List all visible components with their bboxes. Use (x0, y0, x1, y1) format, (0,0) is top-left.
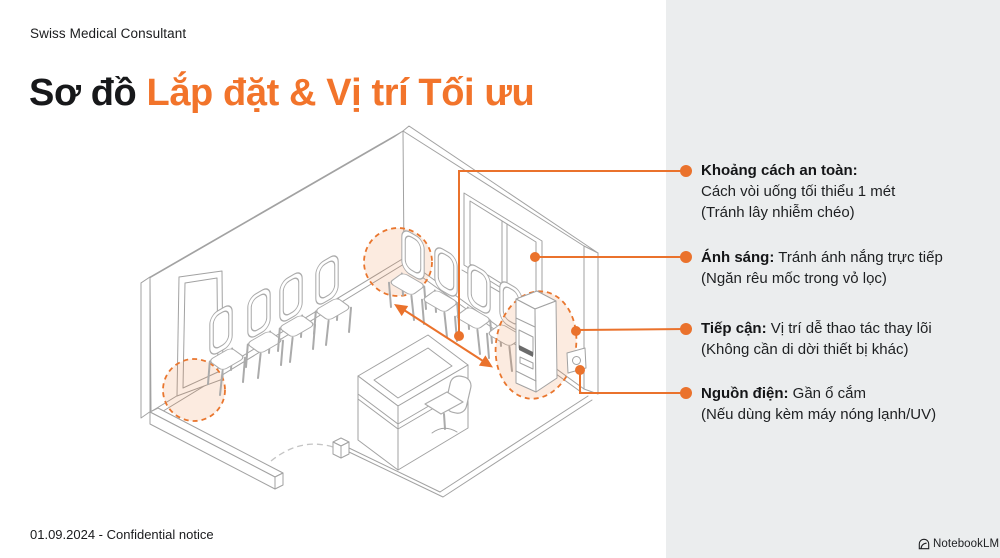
notebooklm-icon (918, 538, 930, 550)
annotation-bullet-4 (680, 387, 692, 399)
title-highlight: Lắp đặt & Vị trí Tối ưu (146, 72, 535, 114)
annotation-panel (666, 0, 1000, 558)
annotation-bullet-1 (680, 165, 692, 177)
annotation-line: Cách vòi uống tối thiểu 1 mét (701, 183, 896, 200)
distance-arrow (394, 304, 493, 368)
annotation-line: (Ngăn rêu mốc trong vỏ lọc) (701, 270, 887, 287)
annotation-line: (Nếu dùng kèm máy nóng lạnh/UV) (701, 406, 937, 423)
annotation-power: Nguồn điện: Gần ổ cắm (Nếu dùng kèm máy … (701, 383, 995, 425)
waiting-chairs-left-row (207, 251, 352, 396)
annotation-connectors (454, 165, 692, 399)
annotation-line: (Không cần di dời thiết bị khác) (701, 341, 909, 358)
annotation-light: Ánh sáng: Tránh ánh nắng trực tiếp (Ngăn… (701, 247, 995, 289)
annotation-safety-distance: Khoảng cách an toàn: Cách vòi uống tối t… (701, 160, 995, 223)
office-chair (424, 375, 472, 434)
annotation-line: (Tránh lây nhiễm chéo) (701, 204, 855, 221)
entrance-swing-arc (270, 443, 337, 462)
annotation-line: Ánh sáng: Tránh ánh nắng trực tiếp (701, 249, 943, 266)
brand-text: Swiss Medical Consultant (30, 26, 187, 41)
water-dispenser (515, 290, 558, 393)
annotation-line: Tiếp cận: Vị trí dễ thao tác thay lõi (701, 320, 932, 337)
annotation-line: Nguồn điện: Gần ổ cắm (701, 385, 867, 402)
annotation-bullet-2 (680, 251, 692, 263)
room-outline (140, 125, 599, 498)
page-title: Sơ đồ Lắp đặt & Vị trí Tối ưu (29, 70, 535, 116)
notebooklm-logo: NotebookLM (918, 538, 999, 550)
annotation-bullet-3 (680, 323, 692, 335)
footer-confidential: 01.09.2024 - Confidential notice (30, 527, 214, 542)
logo-text: NotebookLM (933, 538, 1000, 550)
annotation-line: Khoảng cách an toàn: (701, 162, 858, 179)
title-prefix: Sơ đồ (29, 72, 147, 114)
door-clearance-circle (162, 358, 226, 422)
annotation-access: Tiếp cận: Vị trí dễ thao tác thay lõi (K… (701, 318, 995, 360)
